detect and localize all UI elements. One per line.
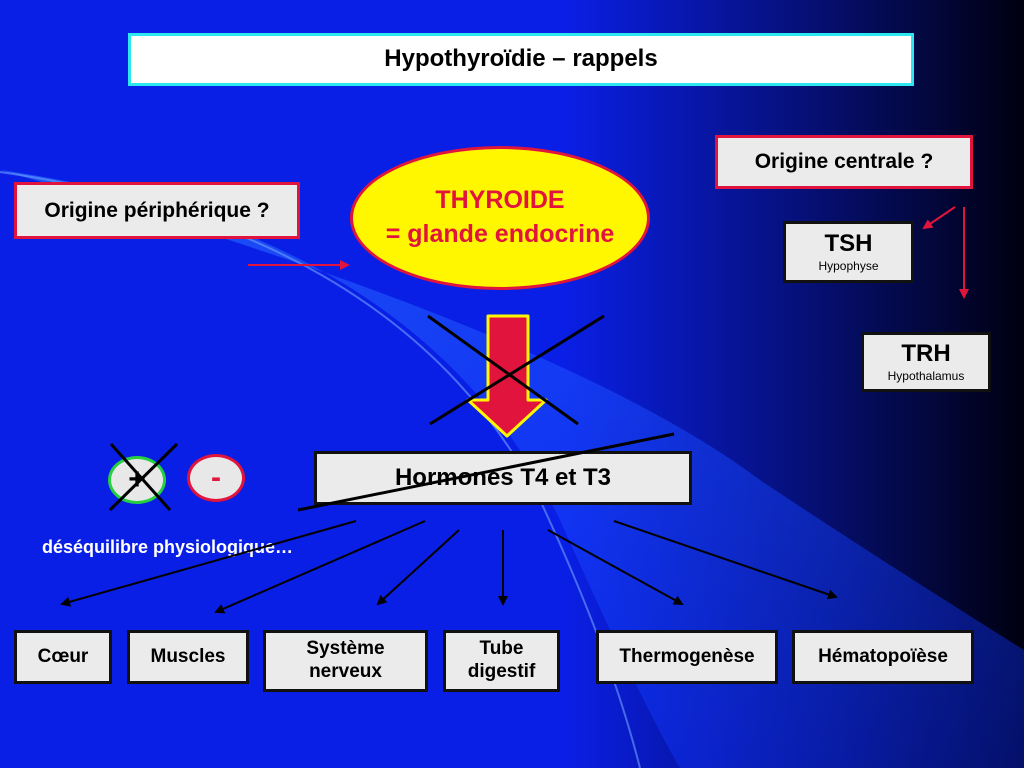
- organ-tube-line2: digestif: [467, 661, 536, 682]
- organ-coeur: Cœur: [14, 630, 112, 684]
- hormones-label: Hormones T4 et T3: [394, 463, 612, 491]
- organ-muscles-label: Muscles: [150, 645, 226, 667]
- organ-muscles: Muscles: [127, 630, 249, 684]
- organ-thermogenese: Thermogenèse: [596, 630, 778, 684]
- organ-hematopoiese: Hématopoïèse: [792, 630, 974, 684]
- tsh-label: TSH: [824, 230, 873, 258]
- thyroide-line1: THYROIDE: [435, 186, 565, 215]
- organ-systeme-nerveux: Système nerveux: [263, 630, 428, 692]
- minus-circle: -: [187, 454, 245, 502]
- organ-systeme-line2: nerveux: [309, 661, 382, 682]
- tsh-box: TSH Hypophyse: [783, 221, 914, 283]
- organ-systeme-line1: Système: [306, 638, 385, 660]
- trh-box: TRH Hypothalamus: [861, 332, 991, 392]
- hormones-box: Hormones T4 et T3: [314, 451, 692, 505]
- origine-centrale-label: Origine centrale ?: [754, 150, 934, 174]
- origine-peripherique-label: Origine périphérique ?: [44, 198, 270, 222]
- minus-sign: -: [211, 461, 221, 494]
- thyroide-ellipse: THYROIDE = glande endocrine: [350, 146, 650, 290]
- origine-centrale-box: Origine centrale ?: [715, 135, 973, 189]
- organ-tube-digestif: Tube digestif: [443, 630, 560, 692]
- organ-coeur-label: Cœur: [37, 645, 89, 667]
- desequilibre-label: déséquilibre physiologique…: [42, 537, 294, 557]
- slide-title: Hypothyroïdie – rappels: [128, 33, 914, 86]
- tsh-sublabel: Hypophyse: [818, 259, 879, 274]
- trh-label: TRH: [901, 340, 951, 368]
- plus-circle: +: [108, 456, 166, 504]
- organ-hemato-label: Hématopoïèse: [818, 645, 948, 667]
- organ-thermo-label: Thermogenèse: [619, 645, 755, 667]
- trh-sublabel: Hypothalamus: [887, 369, 965, 384]
- plus-sign: +: [128, 463, 146, 496]
- slide-title-text: Hypothyroïdie – rappels: [384, 45, 658, 73]
- origine-peripherique-box: Origine périphérique ?: [14, 182, 300, 239]
- thyroide-line2: = glande endocrine: [385, 220, 615, 248]
- organ-tube-line1: Tube: [479, 638, 524, 660]
